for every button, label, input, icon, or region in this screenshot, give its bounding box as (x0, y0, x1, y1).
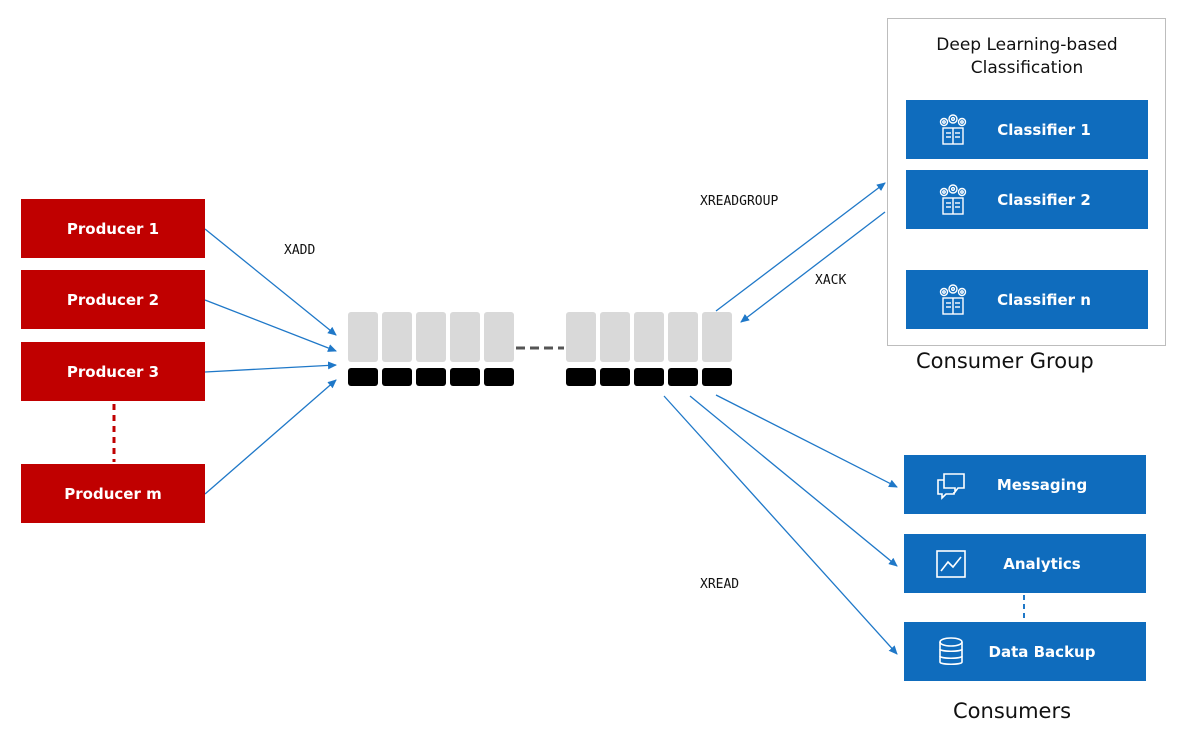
gears-book-icon (936, 113, 970, 147)
producer-1: Producer 1 (21, 199, 205, 258)
stream-entry (382, 312, 412, 362)
stream-entry-id (348, 368, 378, 386)
analytics-label: Analytics (1003, 554, 1081, 573)
data-backup-label: Data Backup (988, 642, 1096, 661)
consumer-data-backup: Data Backup (904, 622, 1146, 681)
consumer-analytics: Analytics (904, 534, 1146, 593)
stream-entry (416, 312, 446, 362)
stream-entry-id (416, 368, 446, 386)
stream-entry-id (702, 368, 732, 386)
stream-entry (668, 312, 698, 362)
xadd-label: XADD (284, 243, 316, 258)
stream-entry (702, 312, 732, 362)
producer-3: Producer 3 (21, 342, 205, 401)
stream-entry-id (484, 368, 514, 386)
stream-entry-id (668, 368, 698, 386)
gears-book-icon (936, 183, 970, 217)
arrow-to-data-backup (663, 395, 898, 655)
consumer-messaging: Messaging (904, 455, 1146, 514)
stream-entry (634, 312, 664, 362)
classifier-n-label: Classifier n (997, 290, 1091, 309)
chat-icon (934, 468, 968, 502)
consumer-group-title: Deep Learning-based Classification (936, 35, 1118, 78)
arrow-xack (740, 211, 886, 323)
arrow-producer-m (204, 379, 337, 495)
gears-book-icon (936, 283, 970, 317)
xack-label: XACK (815, 273, 847, 288)
stream-entry (600, 312, 630, 362)
classifier-1: Classifier 1 (906, 100, 1148, 159)
arrow-producer-2 (204, 299, 337, 352)
xread-label: XREAD (700, 577, 740, 592)
stream-entry (484, 312, 514, 362)
stream-entry-id (634, 368, 664, 386)
consumer-group-caption: Consumer Group (916, 349, 1094, 373)
stream-entry (348, 312, 378, 362)
producer-2: Producer 2 (21, 270, 205, 329)
chart-icon (934, 547, 968, 581)
arrow-producer-1 (204, 228, 337, 336)
xreadgroup-label: XREADGROUP (700, 194, 779, 209)
classifier-1-label: Classifier 1 (997, 120, 1091, 139)
stream-entry-id (600, 368, 630, 386)
classifier-2-label: Classifier 2 (997, 190, 1091, 209)
classifier-2: Classifier 2 (906, 170, 1148, 229)
messaging-label: Messaging (996, 475, 1088, 494)
classifier-n: Classifier n (906, 270, 1148, 329)
stream-entry-id (566, 368, 596, 386)
stream-entry-id (450, 368, 480, 386)
arrow-to-messaging (715, 394, 898, 488)
arrow-producer-3 (204, 361, 337, 373)
stream-entry-id (382, 368, 412, 386)
stream-entry (450, 312, 480, 362)
arrow-to-analytics (689, 395, 898, 567)
stream-entry (566, 312, 596, 362)
arrow-xreadgroup (715, 182, 886, 312)
consumers-caption: Consumers (953, 699, 1072, 723)
database-icon (934, 635, 968, 669)
producer-m: Producer m (21, 464, 205, 523)
